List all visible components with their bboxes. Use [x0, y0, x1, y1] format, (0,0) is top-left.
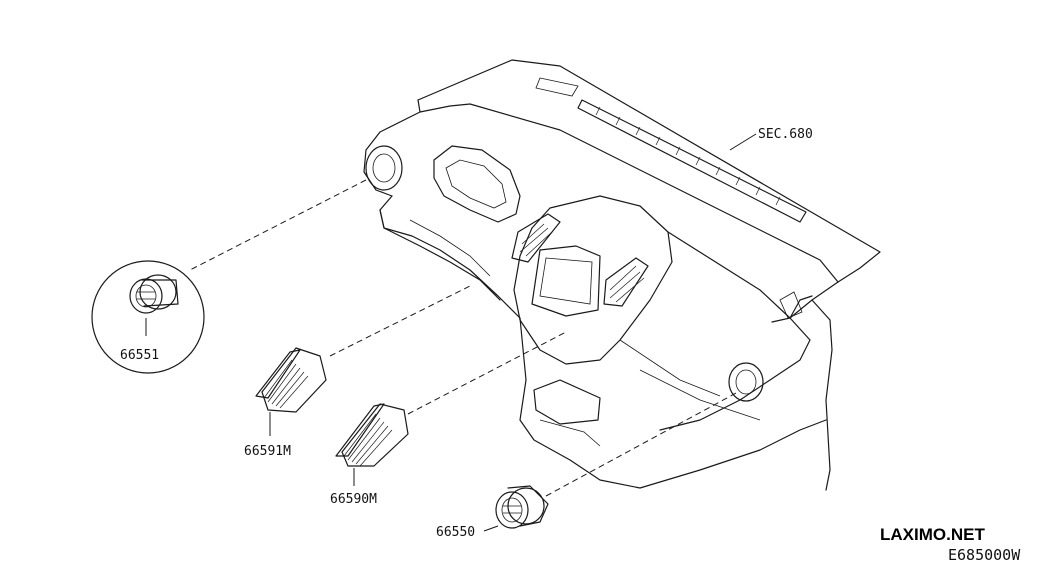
connector-66550: [545, 391, 739, 497]
brand-watermark: LAXIMO.NET: [880, 525, 985, 544]
part-66590m-center-vent[interactable]: [335, 403, 409, 486]
sec-680-leader: [729, 133, 757, 151]
part-label-66590m[interactable]: 66590M: [330, 492, 377, 507]
section-reference[interactable]: SEC.680: [758, 127, 813, 142]
diagram-code: E685000W: [948, 546, 1021, 564]
connector-66551: [189, 179, 367, 271]
connector-66590m: [407, 331, 567, 415]
part-66591m-center-vent[interactable]: [255, 347, 327, 436]
part-label-66550[interactable]: 66550: [436, 525, 475, 540]
instrument-panel[interactable]: [363, 59, 881, 491]
part-66551-side-vent[interactable]: [91, 260, 205, 374]
connector-66591m: [329, 285, 471, 357]
part-label-66591m[interactable]: 66591M: [244, 444, 291, 459]
part-label-66551[interactable]: 66551: [120, 348, 159, 363]
part-66550-side-vent[interactable]: [483, 485, 549, 532]
